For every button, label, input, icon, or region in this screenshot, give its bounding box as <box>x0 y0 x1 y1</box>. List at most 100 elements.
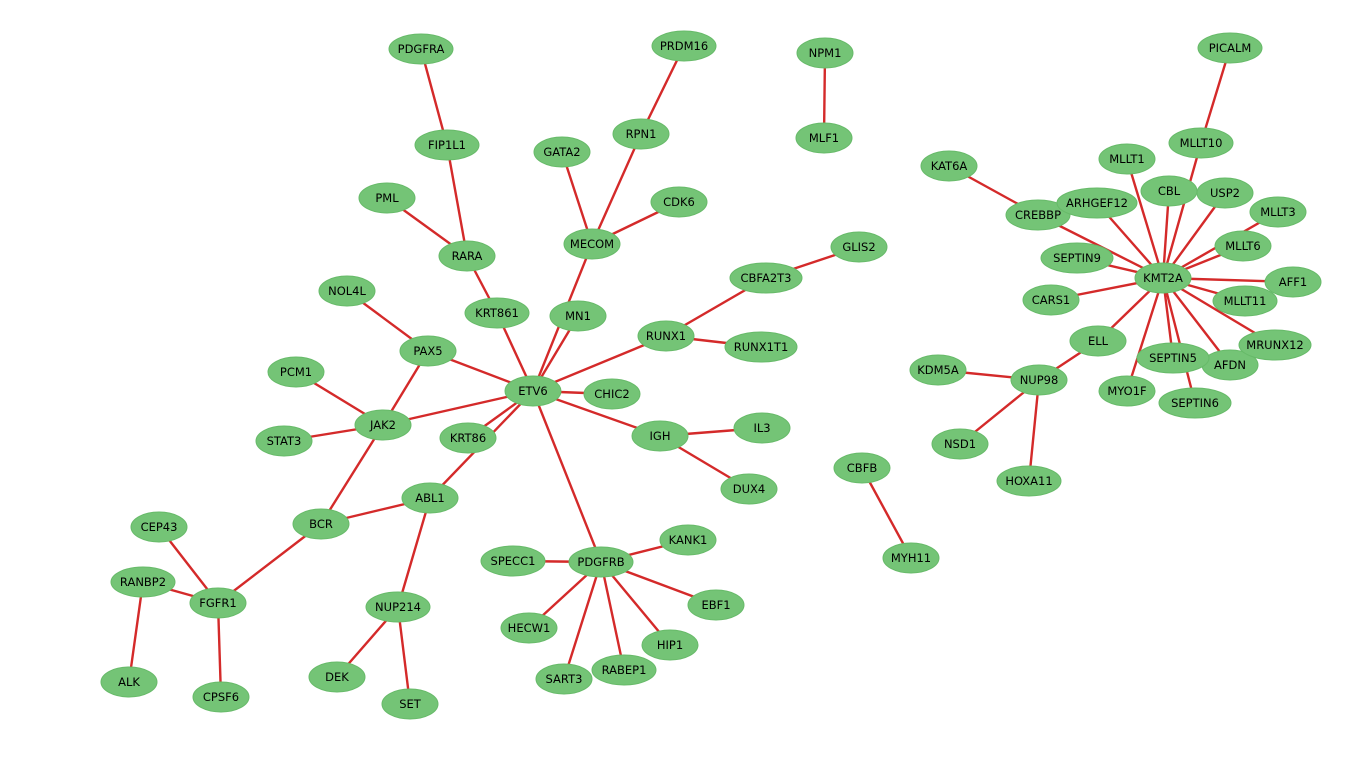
edge-AFDN-KMT2A <box>1161 276 1232 367</box>
node-ellipse-MLLT6 <box>1214 230 1272 262</box>
node-KDM5A: KDM5A <box>909 354 967 386</box>
node-ellipse-MN1 <box>549 300 607 332</box>
node-MLF1: MLF1 <box>795 122 853 154</box>
node-ellipse-SEPTIN6 <box>1158 387 1232 419</box>
node-SART3: SART3 <box>535 663 593 695</box>
node-SEPTIN9: SEPTIN9 <box>1040 242 1114 274</box>
node-RABEP1: RABEP1 <box>591 654 657 686</box>
node-ellipse-KDM5A <box>909 354 967 386</box>
node-MLLT11: MLLT11 <box>1212 285 1278 317</box>
node-ellipse-PICALM <box>1197 32 1263 64</box>
node-ellipse-RUNX1T1 <box>724 331 798 363</box>
node-ellipse-DUX4 <box>720 473 778 505</box>
node-ellipse-KRT86 <box>439 422 497 454</box>
edge-MLLT10-KMT2A <box>1161 141 1203 280</box>
node-DEK: DEK <box>308 661 366 693</box>
node-RUNX1: RUNX1 <box>637 320 695 352</box>
node-ellipse-NUP98 <box>1010 364 1068 396</box>
edge-CBFB-MYH11 <box>860 466 913 560</box>
node-ellipse-MRUNX12 <box>1238 329 1312 361</box>
node-KRT861: KRT861 <box>464 297 530 329</box>
edge-PDGFRB-RABEP1 <box>599 560 626 672</box>
node-ALK: ALK <box>100 666 158 698</box>
node-ellipse-FGFR1 <box>189 587 247 619</box>
node-ellipse-SEPTIN5 <box>1136 342 1210 374</box>
node-ellipse-CARS1 <box>1022 284 1080 316</box>
node-CBL: CBL <box>1140 175 1198 207</box>
node-ellipse-USP2 <box>1196 177 1254 209</box>
node-NUP214: NUP214 <box>365 591 431 623</box>
node-ellipse-MYO1F <box>1098 375 1156 407</box>
node-ellipse-HECW1 <box>500 612 558 644</box>
nodes-layer: PDGFRAFIP1L1PMLRARAGATA2MECOMRPN1PRDM16C… <box>100 30 1322 720</box>
edge-ABL1-NUP214 <box>396 496 432 609</box>
node-MLLT1: MLLT1 <box>1098 143 1156 175</box>
node-ellipse-CBL <box>1140 175 1198 207</box>
node-ellipse-ETV6 <box>504 375 562 407</box>
node-ellipse-PDGFRA <box>388 33 454 65</box>
node-ellipse-EBF1 <box>687 589 745 621</box>
node-MLLT10: MLLT10 <box>1168 127 1234 159</box>
node-JAK2: JAK2 <box>354 409 412 441</box>
node-ellipse-SPECC1 <box>480 545 546 577</box>
node-PAX5: PAX5 <box>399 335 457 367</box>
node-ellipse-STAT3 <box>255 425 313 457</box>
node-ellipse-CREBBP <box>1005 199 1071 231</box>
node-STAT3: STAT3 <box>255 425 313 457</box>
node-PDGFRB: PDGFRB <box>568 546 634 578</box>
node-RANBP2: RANBP2 <box>110 566 176 598</box>
node-NPM1: NPM1 <box>796 37 854 69</box>
node-ellipse-KRT861 <box>464 297 530 329</box>
node-ellipse-MLLT1 <box>1098 143 1156 175</box>
node-PDGFRA: PDGFRA <box>388 33 454 65</box>
edge-SEPTIN6-KMT2A <box>1161 276 1197 405</box>
node-ABL1: ABL1 <box>401 482 459 514</box>
node-ellipse-NUP214 <box>365 591 431 623</box>
node-ellipse-MLLT11 <box>1212 285 1278 317</box>
node-ellipse-DEK <box>308 661 366 693</box>
node-AFF1: AFF1 <box>1264 266 1322 298</box>
edge-FIP1L1-RARA <box>445 143 469 258</box>
edge-PDGFRB-SART3 <box>562 560 603 681</box>
node-IL3: IL3 <box>733 412 791 444</box>
node-ellipse-GLIS2 <box>830 231 888 263</box>
node-MLLT3: MLLT3 <box>1249 196 1307 228</box>
node-NOL4L: NOL4L <box>318 275 376 307</box>
node-ellipse-NSD1 <box>931 428 989 460</box>
node-ELL: ELL <box>1069 325 1127 357</box>
node-ellipse-RABEP1 <box>591 654 657 686</box>
node-KAT6A: KAT6A <box>920 150 978 182</box>
node-MN1: MN1 <box>549 300 607 332</box>
node-SET: SET <box>381 688 439 720</box>
node-CHIC2: CHIC2 <box>583 378 641 410</box>
node-PCM1: PCM1 <box>267 356 325 388</box>
node-ellipse-PML <box>358 182 416 214</box>
node-RUNX1T1: RUNX1T1 <box>724 331 798 363</box>
edge-NUP214-SET <box>396 605 412 706</box>
node-NUP98: NUP98 <box>1010 364 1068 396</box>
node-ellipse-PAX5 <box>399 335 457 367</box>
node-ellipse-CHIC2 <box>583 378 641 410</box>
node-ellipse-ARHGEF12 <box>1056 187 1138 219</box>
node-ellipse-CPSF6 <box>192 681 250 713</box>
node-ARHGEF12: ARHGEF12 <box>1056 187 1138 219</box>
node-ellipse-NPM1 <box>796 37 854 69</box>
node-ellipse-ELL <box>1069 325 1127 357</box>
node-MLLT6: MLLT6 <box>1214 230 1272 262</box>
node-ellipse-AFF1 <box>1264 266 1322 298</box>
node-ellipse-IGH <box>631 420 689 452</box>
node-ellipse-RPN1 <box>612 118 670 150</box>
node-KANK1: KANK1 <box>659 524 717 556</box>
node-CBFB: CBFB <box>833 452 891 484</box>
node-ellipse-KMT2A <box>1134 262 1192 294</box>
node-ellipse-MLF1 <box>795 122 853 154</box>
node-CBFA2T3: CBFA2T3 <box>729 262 803 294</box>
edge-ETV6-PDGFRB <box>531 389 603 564</box>
node-HECW1: HECW1 <box>500 612 558 644</box>
node-ETV6: ETV6 <box>504 375 562 407</box>
node-HOXA11: HOXA11 <box>996 465 1062 497</box>
node-ellipse-MECOM <box>563 228 621 260</box>
node-ellipse-KAT6A <box>920 150 978 182</box>
